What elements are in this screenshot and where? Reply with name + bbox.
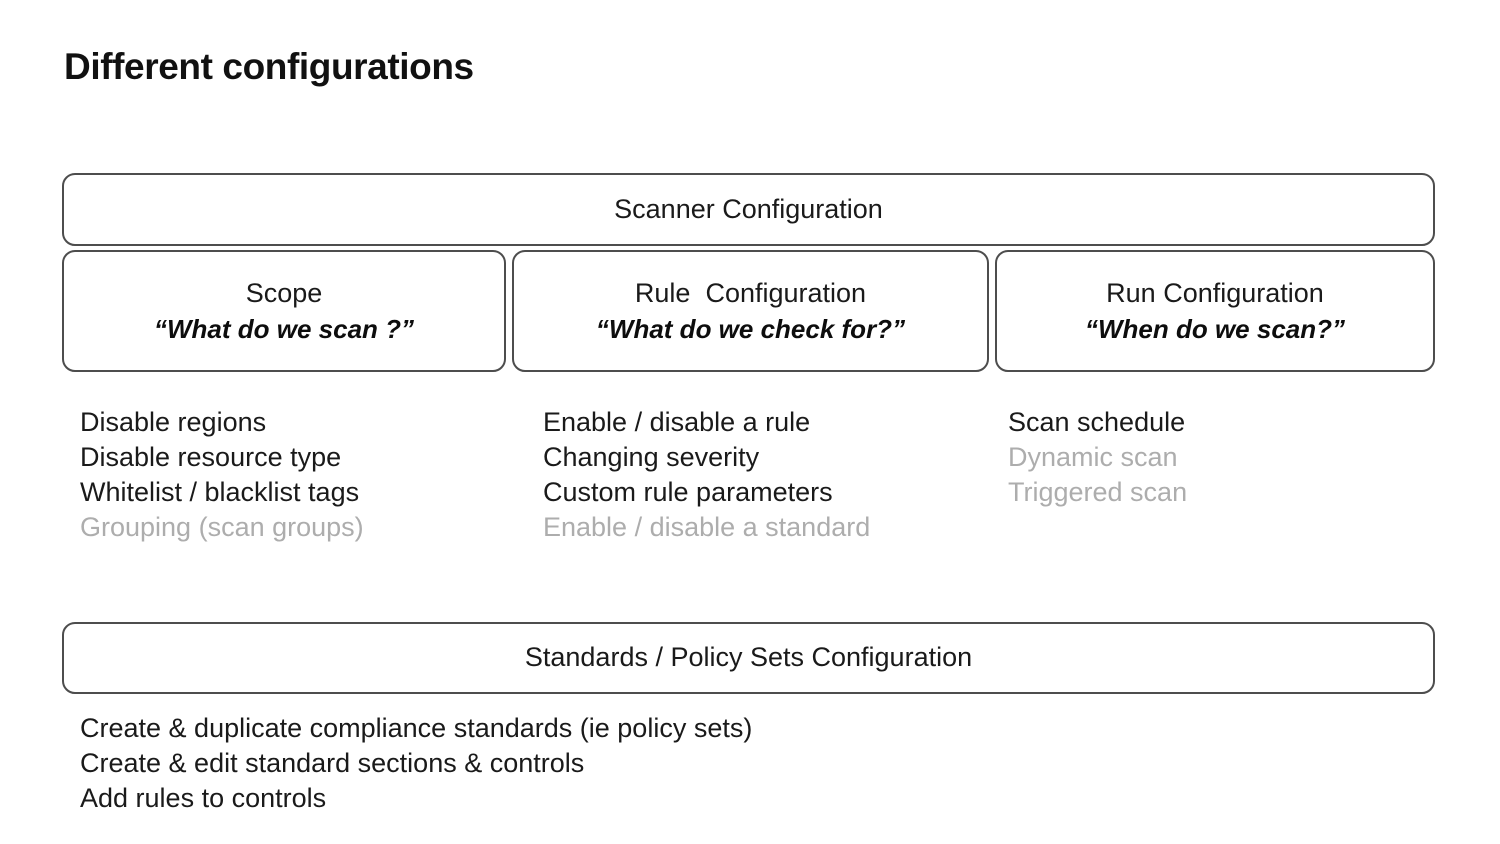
scanner-configuration-box: Scanner Configuration <box>62 173 1435 246</box>
feature-item: Add rules to controls <box>80 783 327 813</box>
feature-item: Enable / disable a rule <box>543 407 811 437</box>
page-title: Different configurations <box>64 46 474 87</box>
feature-item: Scan schedule <box>1008 407 1186 437</box>
feature-item: Create & duplicate compliance standards … <box>80 713 753 743</box>
standards-feature-list: Create & duplicate compliance standards … <box>80 711 1080 816</box>
feature-item: Disable resource type <box>80 442 342 472</box>
run-configuration-subtitle: “When do we scan?” <box>1084 313 1346 344</box>
standards-policy-sets-configuration-box: Standards / Policy Sets Configuration <box>62 622 1435 694</box>
feature-item: Dynamic scan <box>1008 442 1178 472</box>
run-configuration-box: Run Configuration “When do we scan?” <box>995 250 1435 372</box>
scope-box: Scope “What do we scan ?” <box>62 250 506 372</box>
rule-configuration-subtitle: “What do we check for?” <box>595 313 906 344</box>
feature-item: Grouping (scan groups) <box>80 512 364 542</box>
feature-item: Create & edit standard sections & contro… <box>80 748 585 778</box>
feature-item: Changing severity <box>543 442 760 472</box>
rule-configuration-title: Rule Configuration <box>634 277 867 308</box>
rule-configuration-box: Rule Configuration “What do we check for… <box>512 250 989 372</box>
feature-item: Custom rule parameters <box>543 477 833 507</box>
scanner-configuration-label: Scanner Configuration <box>614 193 883 224</box>
standards-policy-sets-configuration-label: Standards / Policy Sets Configuration <box>524 642 973 673</box>
scope-subtitle: “What do we scan ?” <box>153 313 415 344</box>
scope-title: Scope <box>245 277 323 308</box>
feature-item: Enable / disable a standard <box>543 512 871 542</box>
feature-item: Whitelist / blacklist tags <box>80 477 360 507</box>
feature-item: Triggered scan <box>1008 477 1188 507</box>
feature-item: Disable regions <box>80 407 267 437</box>
run-configuration-title: Run Configuration <box>1106 277 1324 308</box>
